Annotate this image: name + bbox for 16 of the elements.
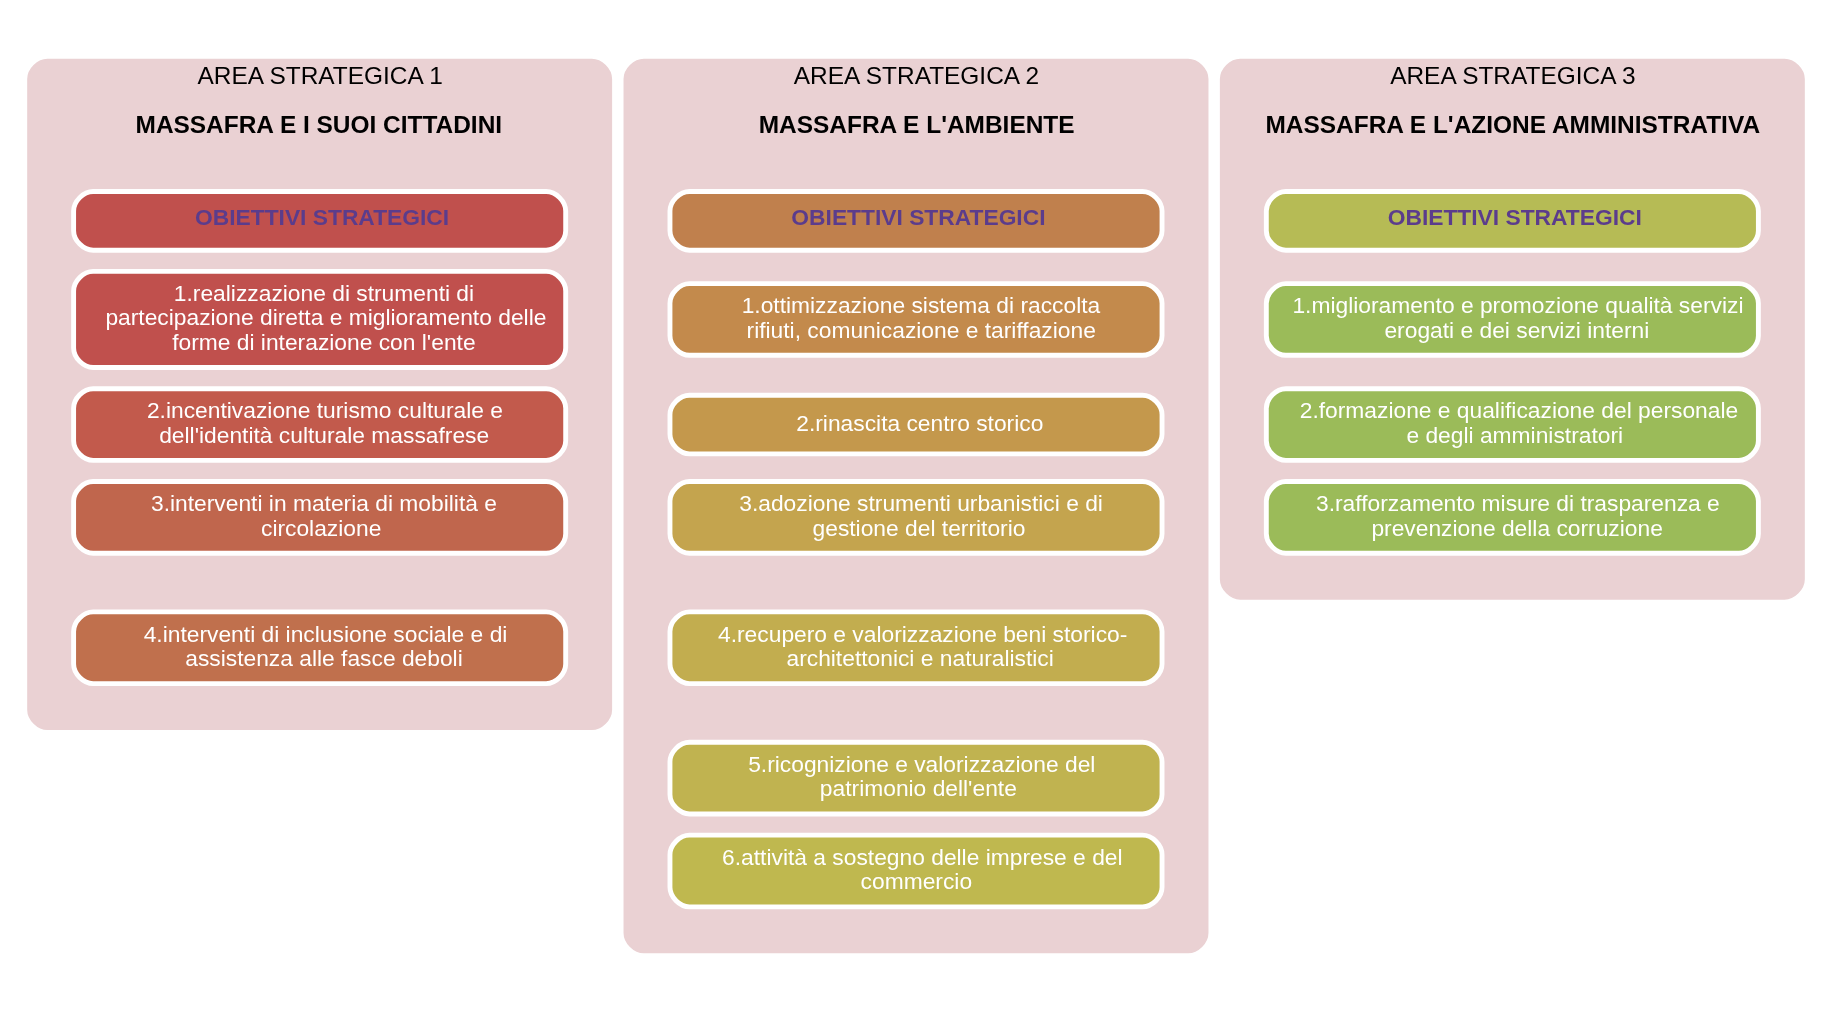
node-box: 1.ottimizzazione sistema di raccolta rifiuti, comunicazione e tariffazione bbox=[667, 281, 1165, 358]
node-box: 2.formazione e qualificazione del personale e degli amministratori bbox=[1263, 386, 1761, 463]
node-box: OBIETTIVI STRATEGICI bbox=[667, 189, 1165, 253]
node-box: OBIETTIVI STRATEGICI bbox=[71, 189, 569, 253]
node-box: 5.ricognizione e valorizzazione del patrimonio dell'ente bbox=[667, 739, 1165, 817]
node-box: 3.interventi in materia di mobilità e circolazione bbox=[71, 479, 569, 556]
node-box: 1.miglioramento e promozione qualità servizi erogati e dei servizi interni bbox=[1263, 281, 1761, 358]
node-box: 4.recupero e valorizzazione beni storico-architettonici e naturalistici bbox=[667, 609, 1165, 687]
node-box: 3.rafforzamento misure di trasparenza e prevenzione della corruzione bbox=[1263, 479, 1761, 556]
node-box: OBIETTIVI STRATEGICI bbox=[1263, 189, 1761, 253]
node-box: 2.incentivazione turismo culturale e dell'identità culturale massafrese bbox=[71, 386, 569, 463]
node-box: 2.rinascita centro storico bbox=[667, 392, 1165, 457]
node-box: 3.adozione strumenti urbanistici e di gestione del territorio bbox=[667, 479, 1165, 556]
node-box: 6.attività a sostegno delle imprese e del commercio bbox=[667, 832, 1165, 910]
node-box: 4.interventi di inclusione sociale e di assistenza alle fasce deboli bbox=[71, 609, 569, 687]
node-box: 1.realizzazione di strumenti di partecipazione diretta e miglioramento delle forme di interazione con l'ente bbox=[71, 268, 569, 370]
